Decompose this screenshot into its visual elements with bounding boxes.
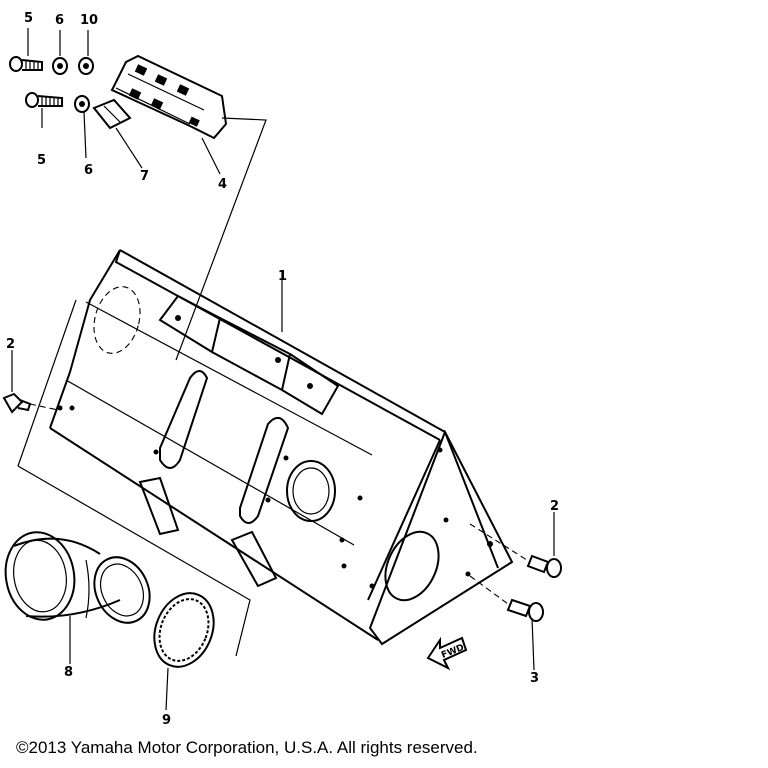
callout-5-top: 5 bbox=[24, 11, 33, 26]
connector-boot bbox=[4, 531, 151, 624]
bracket bbox=[110, 54, 228, 140]
callout-6-lower: 6 bbox=[84, 163, 93, 178]
callout-8: 8 bbox=[64, 665, 73, 680]
callout-2-right: 2 bbox=[550, 499, 559, 514]
nut-6-top bbox=[52, 57, 68, 75]
air-shroud-housing bbox=[49, 249, 514, 646]
bolt-2-left bbox=[2, 392, 32, 414]
callout-2-left: 2 bbox=[6, 337, 15, 352]
bolt-2-right bbox=[526, 554, 562, 578]
callout-6-top: 6 bbox=[55, 13, 64, 28]
bolt-5-lower bbox=[25, 92, 63, 108]
parts-diagram: FWD 5 6 10 5 6 7 4 1 2 2 3 8 9 bbox=[2, 11, 562, 728]
bolt-3 bbox=[506, 598, 544, 622]
forward-arrow-icon: FWD bbox=[426, 636, 468, 671]
bolt-5-top bbox=[9, 56, 43, 72]
callout-4: 4 bbox=[218, 177, 227, 192]
callout-5-lower: 5 bbox=[37, 153, 46, 168]
clip-7 bbox=[92, 98, 132, 130]
nut-6-lower bbox=[74, 95, 90, 113]
leader-lines bbox=[11, 28, 555, 711]
copyright-notice: ©2013 Yamaha Motor Corporation, U.S.A. A… bbox=[16, 738, 478, 757]
callout-7: 7 bbox=[140, 169, 149, 184]
callout-1: 1 bbox=[278, 269, 287, 284]
callout-numbers: 5 6 10 5 6 7 4 1 2 2 3 8 9 bbox=[6, 11, 559, 728]
callout-3: 3 bbox=[530, 671, 539, 686]
cap-nut-10 bbox=[78, 57, 94, 75]
callout-10: 10 bbox=[80, 13, 98, 28]
clamp-ring bbox=[153, 592, 215, 668]
callout-9: 9 bbox=[162, 713, 171, 728]
